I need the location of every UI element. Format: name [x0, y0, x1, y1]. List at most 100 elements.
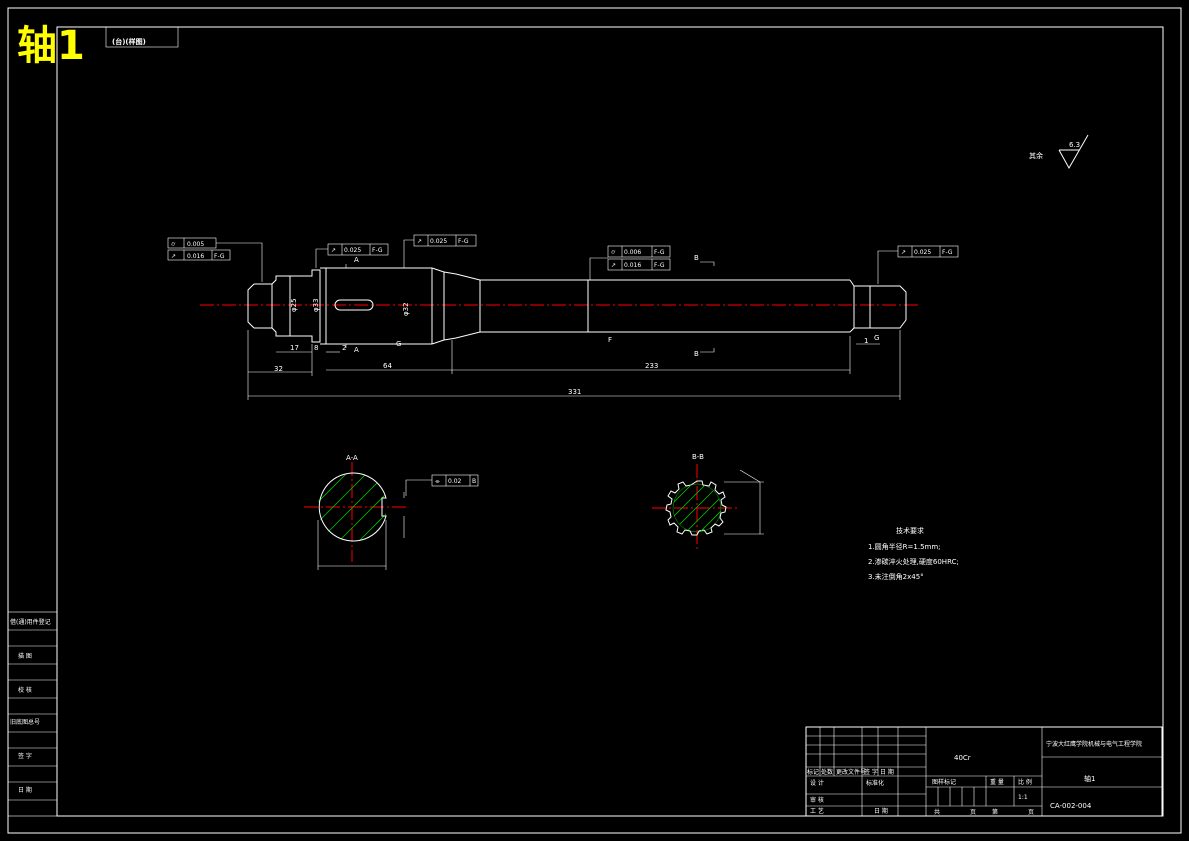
dim-233: 233 — [645, 362, 658, 370]
dim-32: 32 — [274, 365, 283, 373]
side-label-5: 签 字 — [18, 752, 32, 760]
svg-text:0.016: 0.016 — [187, 253, 204, 260]
inner-border — [56, 26, 1164, 817]
svg-text:F-G: F-G — [458, 238, 469, 245]
svg-text:0.02: 0.02 — [448, 478, 462, 485]
svg-text:↗: ↗ — [611, 262, 616, 269]
label-review: 审 核 — [810, 796, 824, 804]
label-standard: 标准化 — [866, 779, 884, 787]
rev-date: 日 期 — [880, 768, 894, 776]
technical-requirements: 技术要求 1.圆角半径R=1.5mm; 2.渗碳淬火处理,硬度60HRC; 3.… — [868, 526, 959, 581]
side-label-3: 校 核 — [18, 686, 32, 694]
tolerance-frame-8: ⌯ 0.02 B — [405, 474, 479, 496]
dim-1: 1 — [864, 337, 868, 345]
tolerance-frame-4: ↗ 0.025 F-G — [403, 234, 477, 268]
svg-text:0.005: 0.005 — [187, 241, 204, 248]
side-label-1: 借(通)用件登记 — [10, 618, 51, 626]
dim-phi33: φ33 — [312, 298, 320, 312]
section-b-b-label: B-B — [692, 453, 704, 461]
school-name: 宁波大红鹰学院机械与电气工程学院 — [1046, 740, 1142, 748]
section-mark-b-bottom: B — [694, 350, 699, 358]
rev-sign: 签 字 — [864, 768, 878, 776]
section-mark-b-top: B — [694, 254, 699, 262]
label-ratio: 比 例 — [1018, 778, 1032, 786]
svg-text:↗: ↗ — [417, 238, 422, 245]
part-name: 轴1 — [1084, 774, 1095, 783]
spline-profile — [665, 480, 727, 536]
side-label-2: 描 图 — [18, 652, 32, 660]
section-arrow-b-top — [700, 261, 715, 266]
roughness-label: 其余 — [1029, 151, 1043, 160]
dim-2: 2 — [342, 344, 346, 352]
tech-item-3: 3.未注倒角2x45° — [868, 572, 924, 581]
label-process: 工 艺 — [810, 807, 824, 815]
section-arrow-b-bottom — [700, 348, 715, 353]
label-design: 设 计 — [810, 779, 824, 787]
title-label-box — [105, 26, 179, 48]
scale: 1:1 — [1018, 794, 1028, 801]
dimension-lines — [247, 330, 901, 400]
tolerance-frame-2: ↗ 0.016 F-G — [167, 249, 231, 261]
dim-phi32: φ32 — [402, 302, 410, 316]
drawing-title: 轴1 — [17, 23, 85, 69]
roughness-symbol: 其余 6.3 — [1029, 134, 1089, 170]
dim-64: 64 — [383, 362, 392, 370]
svg-text:↗: ↗ — [171, 253, 176, 260]
svg-text:0.016: 0.016 — [624, 262, 641, 269]
svg-text:F-G: F-G — [372, 247, 383, 254]
tolerance-frame-7: ↗ 0.025 F-G — [877, 245, 959, 284]
label-total: 共 — [934, 808, 940, 816]
tech-item-2: 2.渗碳淬火处理,硬度60HRC; — [868, 557, 959, 566]
svg-text:0.025: 0.025 — [430, 238, 447, 245]
svg-text:⌭: ⌭ — [611, 249, 616, 256]
dim-17: 17 — [290, 344, 299, 352]
svg-text:B: B — [472, 478, 476, 485]
svg-text:0.006: 0.006 — [624, 249, 641, 256]
section-a-a: A-A ⌯ 0.02 B — [304, 454, 479, 570]
tolerance-frame-5: ⌭ 0.006 F-G — [607, 245, 671, 258]
side-label-strip: 借(通)用件登记 描 图 校 核 旧底图总号 签 字 日 期 — [7, 611, 58, 817]
dim-phi25: φ25 — [290, 298, 298, 312]
roughness-value: 6.3 — [1069, 141, 1080, 149]
datum-g2: G — [874, 334, 879, 342]
section-a-a-label: A-A — [346, 454, 358, 462]
svg-text:0.025: 0.025 — [914, 249, 931, 256]
svg-text:↗: ↗ — [331, 247, 336, 254]
material: 40Cr — [954, 754, 971, 762]
tolerance-frame-1: ⌭ 0.005 — [167, 237, 263, 282]
side-label-6: 日 期 — [18, 786, 32, 794]
label-sheet-2: 页 — [1028, 809, 1034, 816]
title-block: 40Cr 宁波大红鹰学院机械与电气工程学院 轴1 CA-002-004 1:1 … — [805, 726, 1163, 817]
svg-text:F-G: F-G — [654, 262, 665, 269]
label-page: 第 — [992, 808, 998, 816]
svg-text:0.025: 0.025 — [344, 247, 361, 254]
datum-g: G — [396, 340, 401, 348]
svg-text:F-G: F-G — [942, 249, 953, 256]
section-mark-a-top: A — [354, 256, 359, 264]
tech-heading: 技术要求 — [896, 526, 924, 535]
side-label-4: 旧底图总号 — [10, 718, 40, 726]
label-date: 日 期 — [874, 807, 888, 815]
drawing-subtitle: (台)(样图) — [112, 37, 146, 46]
dim-overall-length: 331 — [568, 388, 581, 396]
drawing-number: CA-002-004 — [1050, 802, 1092, 810]
section-b-b: B-B — [652, 453, 764, 550]
svg-text:⌯: ⌯ — [435, 478, 440, 485]
svg-text:F-G: F-G — [214, 253, 225, 260]
label-weight: 重 量 — [990, 778, 1004, 786]
section-arrow-a-top — [345, 264, 360, 269]
svg-text:↗: ↗ — [901, 249, 906, 256]
datum-f: F — [608, 336, 612, 344]
rev-doc: 更改文件号 — [836, 768, 866, 776]
svg-text:F-G: F-G — [654, 249, 665, 256]
section-arrow-a-bottom — [345, 343, 360, 348]
outer-border — [7, 7, 1182, 834]
tolerance-frame-6: ↗ 0.016 F-G — [589, 257, 671, 280]
shaft-outline — [247, 267, 907, 345]
svg-text:⌭: ⌭ — [171, 241, 176, 248]
rev-mark: 标记 — [807, 768, 819, 776]
dim-8: 8 — [314, 344, 318, 352]
tolerance-frame-3: ↗ 0.025 F-G — [315, 243, 389, 268]
label-sheet-1: 页 — [970, 809, 976, 816]
